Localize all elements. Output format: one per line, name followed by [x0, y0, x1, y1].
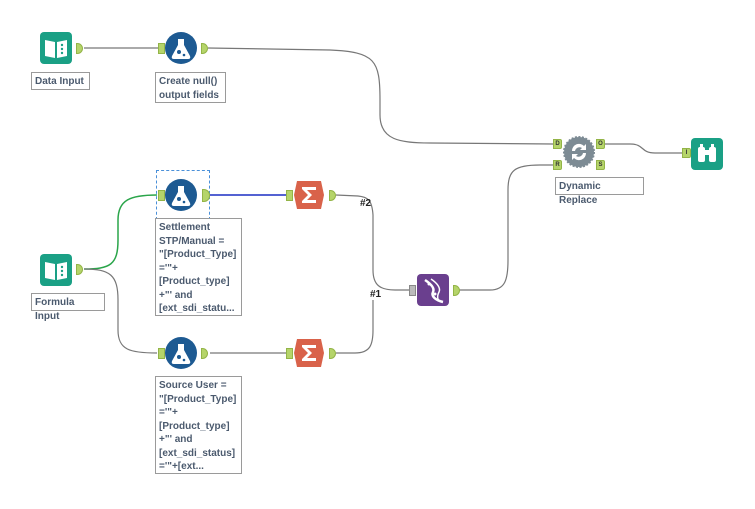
annotation-create-null: Create null() output fields: [155, 72, 226, 103]
flask-icon: [165, 179, 197, 211]
dna-tool[interactable]: [417, 274, 449, 306]
dynamic-replace-output-s[interactable]: S: [596, 160, 605, 170]
output-anchor[interactable]: [453, 285, 460, 296]
dynamic-replace-output-o[interactable]: O: [596, 139, 605, 149]
annotation-formula-input: Formula Input: [31, 293, 105, 322]
wire-formulainput-sourceuser: [83, 268, 158, 354]
output-anchor[interactable]: [201, 348, 208, 359]
formula-tool-create-null[interactable]: [165, 32, 197, 64]
output-anchor[interactable]: [201, 43, 208, 54]
browse-input-anchor[interactable]: I: [682, 148, 691, 158]
annotation-data-input: Data Input: [31, 72, 90, 90]
data-input-tool[interactable]: [40, 32, 72, 64]
wire-dynamicreplace-browse: [604, 143, 682, 154]
summarize-tool-top[interactable]: [293, 179, 325, 211]
output-anchor[interactable]: [329, 190, 336, 201]
formula-tool-source-user[interactable]: [165, 337, 197, 369]
annotation-dynamic-replace: Dynamic Replace: [555, 177, 644, 206]
input-anchor[interactable]: [158, 43, 165, 54]
output-anchor[interactable]: [202, 189, 210, 202]
wire-summarize1-transpose: [336, 300, 374, 354]
dynamic-replace-input-d[interactable]: D: [553, 139, 562, 149]
book-icon: [40, 254, 72, 286]
wire-summarize2-transpose: [335, 194, 409, 291]
summarize-tool-bottom[interactable]: [293, 337, 325, 369]
gear-refresh-icon: [563, 136, 595, 168]
output-anchor[interactable]: [76, 264, 83, 275]
input-anchor[interactable]: [286, 348, 293, 359]
flask-icon: [165, 32, 197, 64]
wire-label-2: #2: [360, 198, 372, 209]
annotation-settlement: Settlement STP/Manual = "[Product_Type] …: [155, 218, 242, 316]
output-anchor[interactable]: [329, 348, 336, 359]
sigma-icon: [294, 181, 324, 209]
wire-createnull-dynamicreplace: [207, 47, 554, 145]
dynamic-replace-tool[interactable]: [563, 136, 595, 168]
binoculars-icon: [691, 138, 723, 170]
annotation-source-user: Source User = "[Product_Type] ='"+ [Prod…: [155, 376, 242, 474]
book-icon: [40, 32, 72, 64]
formula-input-tool[interactable]: [40, 254, 72, 286]
sigma-icon: [294, 339, 324, 367]
dynamic-replace-input-r[interactable]: R: [553, 160, 562, 170]
wire-formulainput-settlement: [83, 194, 158, 270]
input-anchor[interactable]: [158, 190, 165, 201]
input-anchor[interactable]: [158, 348, 165, 359]
wire-transpose-dynamicreplace: [459, 164, 553, 291]
formula-tool-settlement[interactable]: [165, 179, 197, 211]
wire-label-1: #1: [370, 289, 382, 300]
multi-input-anchor[interactable]: [409, 285, 416, 296]
input-anchor[interactable]: [286, 190, 293, 201]
dna-icon: [417, 274, 449, 306]
output-anchor[interactable]: [76, 43, 83, 54]
flask-icon: [165, 337, 197, 369]
browse-tool[interactable]: [691, 138, 723, 170]
